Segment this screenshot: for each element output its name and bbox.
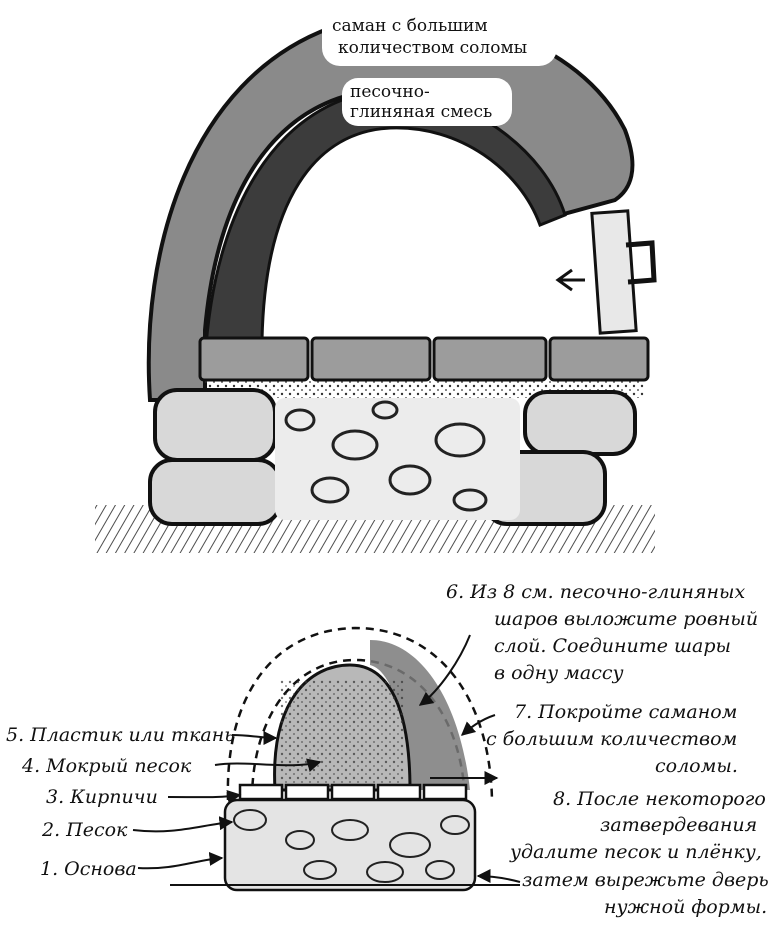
brick bbox=[198, 336, 310, 382]
door-handle-icon bbox=[625, 240, 657, 285]
label-step5-plastic: 5. Пластик или ткань bbox=[6, 724, 235, 746]
label-sand-clay-line1: песочно- bbox=[350, 82, 430, 102]
cob-layer-shading bbox=[370, 640, 470, 790]
label-step6-line4: в одну массу bbox=[494, 662, 624, 684]
dashed-outline-outer bbox=[226, 626, 494, 801]
small-foundation-stones bbox=[233, 809, 470, 883]
label-step8-line3: удалите песок и плёнку, bbox=[509, 841, 762, 863]
stone bbox=[153, 388, 277, 462]
construction-steps-diagram bbox=[132, 626, 521, 892]
label-step7-line1: 7. Покройте саманом bbox=[514, 701, 737, 723]
door-arrow-icon bbox=[555, 268, 585, 292]
sand-dome-texture bbox=[280, 680, 405, 788]
rubble-stones bbox=[284, 400, 488, 512]
rubble-fill bbox=[275, 398, 520, 520]
label-step8-line4: затем вырежьте дверь bbox=[522, 869, 769, 891]
label-step8-line1: 8. После некоторого bbox=[553, 788, 766, 810]
brick-row bbox=[198, 336, 650, 382]
label-step8-line2: затвердевания bbox=[600, 814, 757, 836]
label-step1-base: 1. Основа bbox=[40, 858, 137, 880]
label-step8-line5: нужной формы. bbox=[604, 896, 767, 918]
label-step6-line2: шаров выложите ровный bbox=[494, 608, 758, 630]
label-straw-cob: саман с большим количеством соломы bbox=[322, 10, 557, 66]
label-straw-cob-line2: количеством соломы bbox=[338, 38, 527, 58]
label-step7-line3: соломы. bbox=[655, 755, 738, 777]
brick bbox=[548, 336, 650, 382]
small-foundation bbox=[223, 798, 477, 892]
label-step2-sand: 2. Песок bbox=[41, 819, 128, 841]
label-step7-line2: с большим количеством bbox=[486, 728, 737, 750]
brick bbox=[432, 336, 548, 382]
brick bbox=[310, 336, 432, 382]
stone-foundation bbox=[148, 388, 637, 526]
stone bbox=[148, 458, 282, 526]
inner-mix-layer bbox=[203, 88, 567, 362]
small-brick-row bbox=[238, 783, 468, 801]
label-sand-clay-line2: глиняная смесь bbox=[350, 102, 492, 122]
label-sand-clay: песочно- глиняная смесь bbox=[342, 78, 512, 126]
label-step6-line3: слой. Соедините шары bbox=[494, 635, 731, 657]
door-panel bbox=[590, 209, 638, 335]
label-step3-bricks: 3. Кирпичи bbox=[46, 786, 158, 808]
leader-arrows bbox=[132, 634, 521, 884]
label-straw-cob-line1: саман с большим bbox=[332, 16, 488, 36]
label-step4-wet-sand: 4. Мокрый песок bbox=[21, 755, 192, 777]
stone bbox=[523, 390, 637, 456]
label-step6-line1: 6. Из 8 см. песочно-глиняных bbox=[446, 581, 746, 603]
